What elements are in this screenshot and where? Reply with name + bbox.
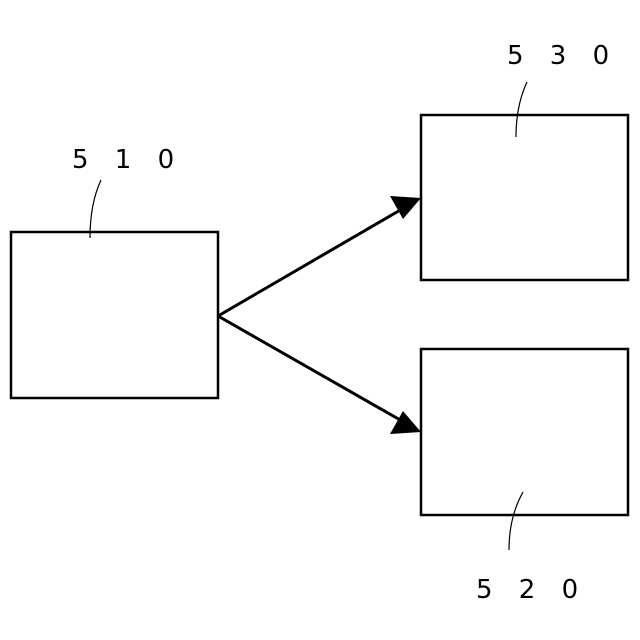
arrowhead-530 [390, 196, 421, 219]
ref-label-530: 5 3 0 [507, 41, 618, 71]
arrow-510-to-520 [218, 316, 402, 421]
arrow-510-to-530 [218, 209, 402, 316]
box-510 [11, 232, 218, 398]
box-530 [421, 115, 628, 280]
box-520 [421, 349, 628, 515]
arrowhead-520 [390, 411, 421, 434]
ref-label-510: 5 1 0 [72, 145, 183, 175]
ref-label-520: 5 2 0 [476, 575, 587, 605]
leader-line-510 [90, 180, 101, 238]
